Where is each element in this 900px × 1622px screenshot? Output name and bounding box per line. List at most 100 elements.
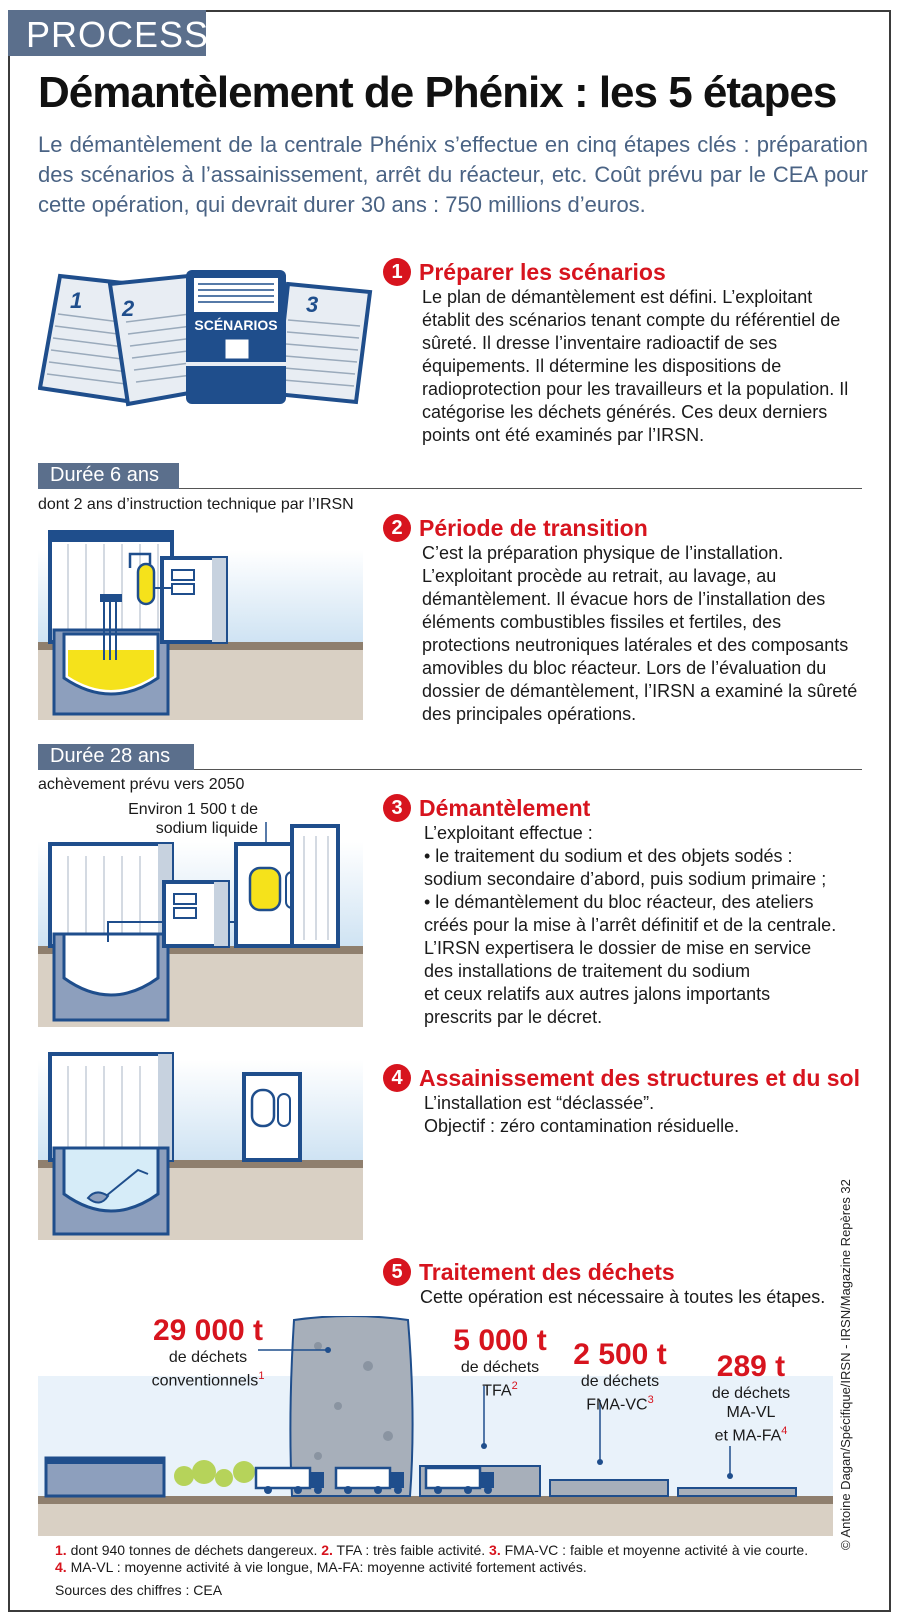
waste-fma-vc-label: de déchets: [580, 1373, 660, 1390]
footnote-ref: 1: [258, 1370, 265, 1382]
document-3-icon: [273, 281, 373, 405]
document-2-number: 2: [121, 296, 135, 321]
treatment-building-icon: [290, 824, 340, 948]
waste-ma-fa-type: et MA-FA: [714, 1427, 782, 1445]
step-5-text: Cette opération est nécessaire à toutes …: [420, 1286, 860, 1309]
duration-rule-1: [179, 488, 862, 489]
waste-ma-vl-type: MA-VL: [726, 1404, 776, 1421]
waste-illustration: [38, 1316, 833, 1536]
footnote-2-text: TFA : très faible activité.: [332, 1542, 490, 1558]
annex-building-icon: [154, 556, 228, 644]
step-3-line: L’exploitant effectue :: [424, 823, 593, 843]
step-3-title: Démantèlement: [419, 794, 591, 821]
waste-ma-vl: 289 t de déchets MA-VL et MA-FA4: [686, 1350, 816, 1445]
binder-icon: [186, 270, 286, 404]
step-3-line: prescrits par le décret.: [424, 1007, 603, 1027]
waste-conventional-label: de déchets: [168, 1349, 248, 1366]
waste-conventional: 29 000 t de déchets conventionnels1: [138, 1314, 278, 1390]
step-1-title: Préparer les scénarios: [419, 258, 666, 285]
duration-badge-28-years: Durée 28 ans: [38, 744, 194, 770]
trees-icon: [174, 1460, 273, 1487]
duration-rule-2: [194, 769, 862, 770]
footnote-1-text: dont 940 tonnes de déchets dangereux.: [66, 1542, 322, 1558]
infographic-frame: [8, 10, 891, 1612]
scenarios-illustration: 1 2 3 SCÉNARIOS: [38, 270, 373, 407]
step-3-line: • le traitement du sodium et des objets …: [424, 846, 793, 866]
step-5-number: 5: [383, 1258, 411, 1286]
step-1-number: 1: [383, 258, 411, 286]
document-2-icon: [107, 273, 209, 407]
footnote-1-number: 1.: [55, 1542, 67, 1558]
footnote-2-number: 2.: [321, 1542, 333, 1558]
waste-tfa-type: TFA: [482, 1382, 512, 1400]
step-1-heading: 1 Préparer les scénarios: [383, 258, 666, 286]
footnote-3-number: 3.: [489, 1542, 501, 1558]
step-3-line: créés pour la mise à l’arrêt définitif e…: [424, 915, 837, 935]
footnote-4-number: 4.: [55, 1559, 67, 1575]
footnote-ref: 4: [781, 1425, 788, 1437]
binder-label: SCÉNARIOS: [194, 317, 277, 333]
step-5-line: Cette opération est nécessaire à toutes …: [420, 1287, 826, 1307]
waste-conventional-amount: 29 000 t: [152, 1314, 264, 1347]
sodium-callout-line-1: Environ 1 500 t de: [128, 801, 258, 818]
footnote-line-2: 4. MA-VL : moyenne activité à vie longue…: [55, 1559, 587, 1575]
remediation-illustration: [38, 1052, 363, 1240]
image-credit: © Antoine Dagan/Spécifique/IRSN - IRSN/M…: [838, 1179, 853, 1550]
footnote-4-text: MA-VL : moyenne activité à vie longue, M…: [66, 1559, 587, 1575]
waste-ma-vl-label: de déchets: [711, 1385, 791, 1402]
reactor-building-icon: [48, 530, 174, 716]
step-4-number: 4: [383, 1064, 411, 1092]
transition-illustration: [38, 530, 363, 720]
annex-building-icon: [162, 880, 230, 948]
step-3-line: • le démantèlement du bloc réacteur, des…: [424, 892, 814, 912]
waste-tfa: 5 000 t de déchets TFA2: [430, 1324, 570, 1400]
duration-badge-6-years: Durée 6 ans: [38, 463, 179, 489]
step-5-title: Traitement des déchets: [419, 1258, 675, 1285]
waste-ma-vl-amount: 289 t: [716, 1350, 786, 1383]
step-2-text: C’est la préparation physique de l’insta…: [422, 543, 858, 724]
step-3-line: des installations de traitement du sodiu…: [424, 961, 751, 981]
document-3-number: 3: [306, 292, 318, 317]
sodium-callout: Environ 1 500 t de sodium liquide: [112, 800, 258, 838]
step-2-title: Période de transition: [419, 514, 648, 541]
step-3-line: L’IRSN expertisera le dossier de mise en…: [424, 938, 812, 958]
reactor-building-icon: [48, 1052, 174, 1236]
waste-tfa-amount: 5 000 t: [453, 1324, 547, 1357]
warehouse-icon: [44, 1456, 166, 1498]
waste-fma-vc-type: FMA-VC: [586, 1396, 648, 1414]
step-4-title: Assainissement des structures et du sol: [419, 1064, 860, 1091]
step-2-heading: 2 Période de transition: [383, 514, 648, 542]
step-4-line: Objectif : zéro contamination résiduelle…: [424, 1116, 740, 1136]
step-3-heading: 3 Démantèlement: [383, 794, 590, 822]
footnote-ref: 2: [511, 1380, 518, 1392]
step-3-line: et ceux relatifs aux autres jalons impor…: [424, 984, 771, 1004]
page-title: Démantèlement de Phénix : les 5 étapes: [38, 68, 837, 117]
remaining-building-icon: [242, 1072, 302, 1162]
step-2-number: 2: [383, 514, 411, 542]
dismantling-illustration: [38, 822, 363, 1027]
waste-tfa-label: de déchets: [460, 1359, 540, 1376]
step-4-text: L’installation est “déclassée”. Objectif…: [424, 1092, 864, 1138]
footnote-ref: 3: [647, 1394, 654, 1406]
footnote-line-1: 1. dont 940 tonnes de déchets dangereux.…: [55, 1542, 808, 1558]
duration-note-1: dont 2 ans d’instruction technique par l…: [38, 496, 354, 513]
waste-conventional-type: conventionnels: [151, 1372, 259, 1390]
truck-icon: [334, 1466, 404, 1494]
section-tag: PROCESS: [8, 10, 208, 56]
sodium-callout-line-2: sodium liquide: [155, 820, 258, 837]
footnote-3-text: FMA-VC : faible et moyenne activité à vi…: [500, 1542, 809, 1558]
sodium-tank-icon: [128, 552, 156, 606]
step-1-text: Le plan de démantèlement est défini. L’e…: [422, 287, 849, 445]
truck-icon: [424, 1466, 494, 1494]
intro-paragraph: Le démantèlement de la centrale Phénix s…: [38, 132, 868, 217]
ma-vl-waste-pile-icon: [677, 1446, 797, 1497]
fma-vc-waste-pile-icon: [549, 1400, 669, 1497]
document-1-number: 1: [70, 288, 82, 313]
conventional-waste-pile-icon: [258, 1316, 414, 1497]
step-5-heading: 5 Traitement des déchets: [383, 1258, 675, 1286]
step-3-text: L’exploitant effectue : • le traitement …: [424, 822, 864, 1029]
waste-fma-vc: 2 500 t de déchets FMA-VC3: [550, 1338, 690, 1414]
step-3-number: 3: [383, 794, 411, 822]
truck-icon: [254, 1466, 324, 1494]
duration-note-2: achèvement prévu vers 2050: [38, 776, 245, 793]
